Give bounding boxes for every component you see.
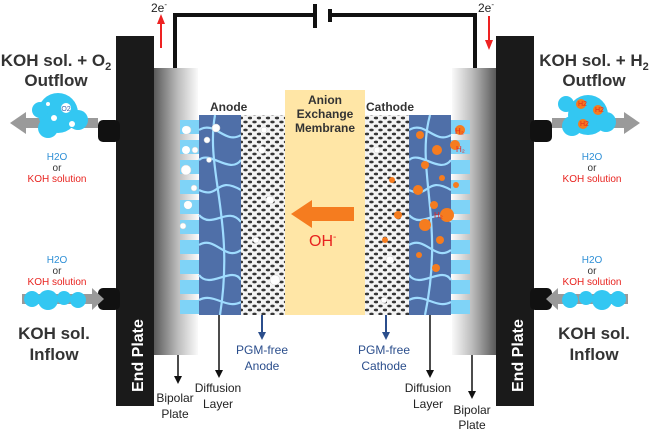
o2-small-labels	[182, 126, 192, 209]
membrane-label-3: Membrane	[295, 121, 355, 135]
pgm-anode-label-2: Anode	[245, 359, 280, 373]
right-inflow-title-2: Inflow	[569, 345, 619, 364]
bipolar-left-label-1: Bipolar	[156, 391, 193, 405]
anode-label: Anode	[210, 100, 248, 114]
pointer-diffusion-right	[426, 315, 434, 378]
left-outflow-title-2: Outflow	[24, 71, 88, 90]
electron-label-left: 2e-	[151, 0, 167, 15]
electron-arrow-right	[485, 16, 493, 50]
fibers-left	[198, 114, 242, 316]
diffusion-layer-left	[199, 115, 241, 315]
left-inflow-or: or	[53, 266, 63, 277]
right-inflow-h2o: H2O	[582, 255, 603, 266]
electron-label-right: 2e-	[478, 0, 494, 15]
right-outflow-h2o: H2O	[582, 152, 603, 163]
h2-tag-3: H₂	[434, 211, 443, 220]
right-bubble-label-2: H2	[595, 107, 604, 114]
h2-tag-2: H₂	[456, 145, 465, 154]
cathode-label: Cathode	[366, 100, 414, 114]
right-bubble-label-3: H2	[580, 121, 589, 128]
right-outflow-title: KOH sol. + H2	[539, 51, 649, 73]
end-plate-right-label: End Plate	[510, 319, 527, 392]
diffusion-left-label-2: Layer	[203, 397, 233, 411]
right-inflow-title-1: KOH sol.	[558, 324, 630, 343]
bipolar-right-label-1: Bipolar	[453, 403, 490, 417]
electron-arrow-left	[157, 14, 165, 48]
hydrogen-bubbles-electrode	[382, 125, 465, 272]
diffusion-left-label-1: Diffusion	[195, 381, 241, 395]
left-inflow-h2o: H2O	[47, 255, 68, 266]
right-inflow-cluster	[546, 288, 628, 310]
h2-tag-1: H₂	[455, 127, 464, 136]
end-plate-left	[116, 36, 154, 406]
right-bubble-label-1: H2	[578, 101, 587, 108]
left-outflow-title: KOH sol. + O2	[1, 51, 112, 73]
left-outflow-cluster	[10, 93, 98, 138]
right-outflow-cluster	[552, 95, 640, 136]
bipolar-right-label-2: Plate	[458, 418, 486, 432]
port-right-top	[530, 120, 552, 142]
external-circuit	[173, 4, 477, 68]
left-inflow-cluster	[22, 288, 104, 310]
left-inflow-title-2: Inflow	[29, 345, 79, 364]
bipolar-left-label-2: Plate	[161, 407, 189, 421]
pointer-pgm-cathode	[382, 315, 390, 340]
right-outflow-title-2: Outflow	[562, 71, 626, 90]
membrane-label-1: Anion	[308, 93, 342, 107]
membrane-label-2: Exchange	[297, 107, 354, 121]
anion-exchange-membrane	[285, 90, 365, 315]
right-outflow-or: or	[588, 163, 598, 174]
diffusion-right-label-1: Diffusion	[405, 381, 451, 395]
left-outflow-koh: KOH solution	[28, 174, 87, 185]
pgm-cathode-label-2: Cathode	[361, 359, 407, 373]
port-left-top	[98, 120, 120, 142]
left-inflow-koh: KOH solution	[28, 277, 87, 288]
left-outflow-or: or	[53, 163, 63, 174]
end-plate-left-label: End Plate	[130, 319, 147, 392]
flow-channels-right	[450, 120, 470, 314]
pointer-pgm-anode	[258, 315, 266, 340]
hydroxide-label: OH-	[309, 232, 336, 250]
diffusion-right-label-2: Layer	[413, 397, 443, 411]
port-right-bottom	[530, 288, 552, 310]
pgm-cathode-label-1: PGM-free	[358, 343, 410, 357]
right-inflow-koh: KOH solution	[563, 277, 622, 288]
port-left-bottom	[98, 288, 120, 310]
hydroxide-arrow	[291, 200, 354, 228]
pointer-diffusion-left	[215, 315, 223, 378]
pointer-bipolar-right	[468, 355, 476, 399]
left-inflow-title-1: KOH sol.	[18, 324, 90, 343]
right-outflow-koh: KOH solution	[563, 174, 622, 185]
end-plate-right	[496, 36, 534, 406]
left-outflow-h2o: H2O	[47, 152, 68, 163]
pgm-anode-label-1: PGM-free	[236, 343, 288, 357]
left-bubble-label: O2	[61, 106, 70, 113]
right-inflow-or: or	[588, 266, 598, 277]
pointer-bipolar-left	[174, 355, 182, 384]
